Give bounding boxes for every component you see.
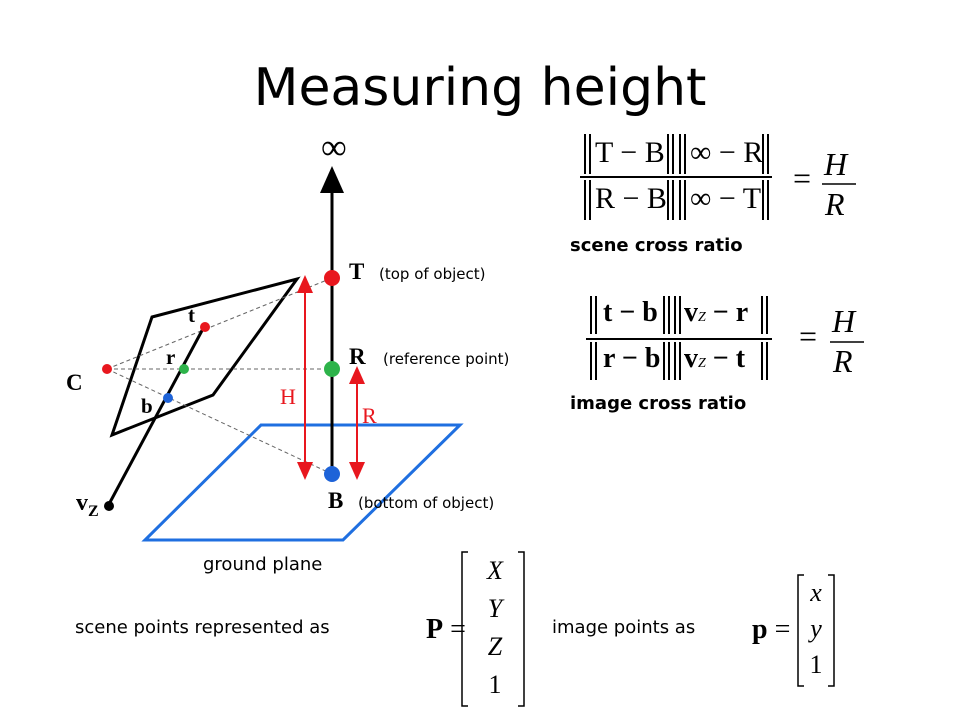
page-title: Measuring height	[253, 58, 707, 118]
scene-rhs-den: R	[825, 186, 845, 222]
scene-num-left: T − B	[595, 136, 665, 169]
point-t-dot	[200, 322, 210, 332]
point-b-dot	[163, 393, 173, 403]
ray-c-t	[106, 277, 333, 370]
image-cross-ratio-caption: image cross ratio	[570, 393, 747, 414]
point-R-dot	[324, 361, 340, 377]
point-b-label: b	[141, 394, 153, 418]
point-R-label: R	[349, 344, 366, 369]
point-T-label: T	[349, 259, 365, 284]
image-den-right: vZ − t	[684, 343, 745, 375]
image-num-rest: − r	[705, 297, 749, 328]
p-vector-brackets	[797, 574, 835, 687]
P-vec-Y: Y	[487, 594, 503, 623]
point-R-desc: (reference point)	[383, 350, 510, 368]
p-vec-1: 1	[809, 650, 823, 679]
point-T-desc: (top of object)	[379, 265, 486, 283]
scene-rhs-num: H	[824, 146, 848, 182]
image-den-rest: − t	[705, 343, 746, 374]
point-T-dot	[324, 270, 340, 286]
point-B-label: B	[328, 488, 344, 513]
point-B-dot	[324, 466, 340, 482]
scene-equals: =	[793, 160, 812, 196]
image-norm-bars	[590, 296, 768, 380]
point-r-dot	[179, 364, 189, 374]
image-num-v: v	[684, 297, 698, 328]
scene-points-text: scene points represented as	[75, 617, 330, 638]
image-den-v: v	[684, 343, 698, 374]
p-equals: p =	[752, 614, 791, 645]
P-vec-1: 1	[488, 670, 502, 699]
vz-subscript: Z	[88, 503, 99, 520]
P-vector: X Y Z 1	[480, 552, 510, 704]
p-vec-x: x	[810, 578, 822, 607]
point-vz-dot	[104, 501, 114, 511]
height-H-label: H	[280, 384, 296, 409]
P-equals: P =	[426, 614, 466, 645]
height-R-label: R	[362, 403, 377, 428]
image-rhs-den: R	[833, 343, 853, 379]
ray-c-b	[106, 368, 333, 475]
image-den-sub: Z	[698, 356, 706, 371]
ground-plane-shape	[141, 423, 464, 542]
p-vector: x y 1	[804, 575, 828, 683]
image-vertical-line	[106, 324, 207, 507]
point-B-desc: (bottom of object)	[358, 494, 495, 512]
scene-num-right: ∞ − R	[690, 136, 764, 169]
scene-norm-bars	[584, 134, 769, 220]
scene-cross-ratio-caption: scene cross ratio	[570, 235, 743, 256]
point-t-label: t	[188, 303, 195, 327]
ground-plane-label: ground plane	[203, 554, 323, 575]
point-C-label: C	[66, 370, 83, 395]
vz-v: v	[76, 490, 88, 516]
image-num-sub: Z	[698, 310, 706, 325]
point-r-label: r	[166, 345, 176, 369]
image-equals: =	[799, 318, 818, 354]
point-vz-label: vZ	[76, 490, 99, 520]
infinity-label: ∞	[321, 127, 347, 167]
point-C-dot	[102, 364, 112, 374]
image-rhs-num: H	[832, 303, 856, 339]
P-vec-Z: Z	[487, 632, 503, 661]
image-den-left: r − b	[603, 343, 661, 374]
scene-den-left: R − B	[595, 182, 667, 215]
image-points-text: image points as	[552, 617, 696, 638]
image-num-right: vZ − r	[684, 297, 748, 329]
image-plane-shape	[109, 276, 301, 438]
scene-den-right: ∞ − T	[690, 182, 762, 215]
P-vector-brackets	[461, 551, 525, 707]
image-num-left: t − b	[603, 297, 658, 328]
P-vec-X: X	[487, 556, 503, 585]
p-vec-y: y	[810, 614, 822, 643]
